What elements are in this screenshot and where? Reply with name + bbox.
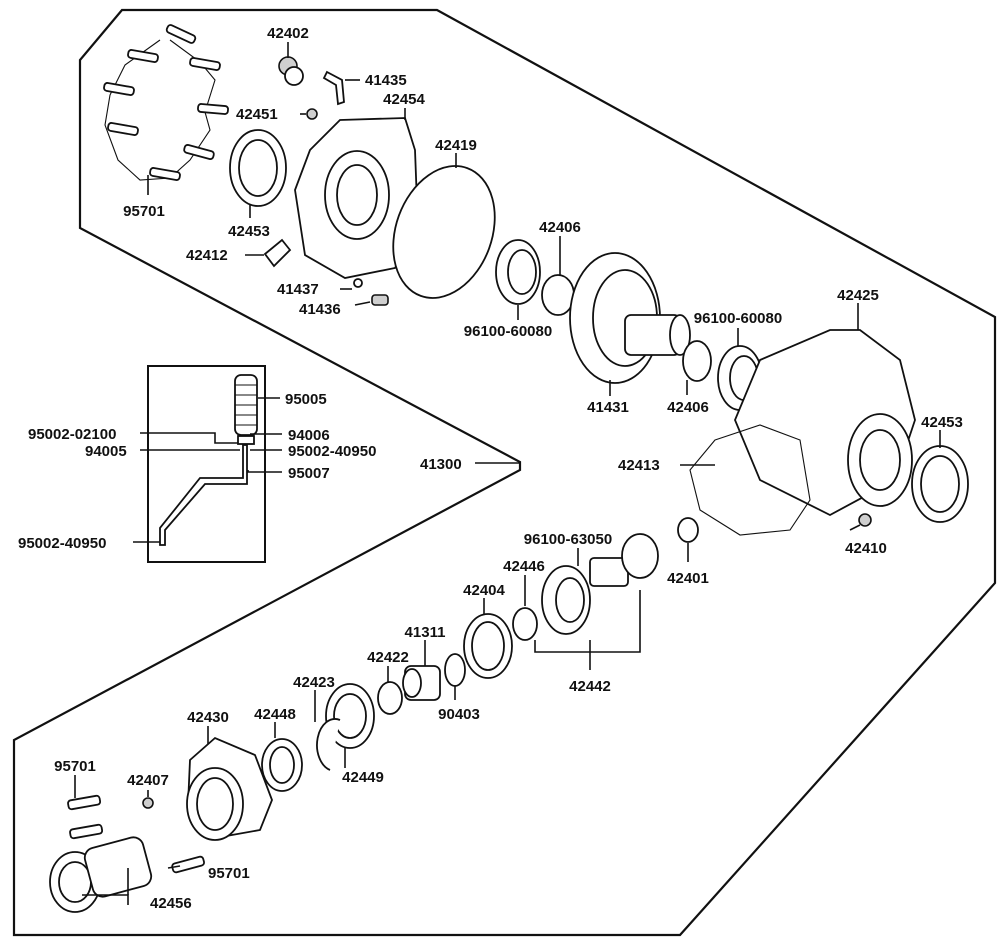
circlip-42423 (316, 718, 341, 771)
label-95701-left: 95701 (54, 758, 96, 775)
housing-42430 (186, 736, 273, 841)
label-42454: 42454 (383, 91, 425, 108)
label-42448: 42448 (254, 706, 296, 723)
gasket-42413 (689, 424, 811, 536)
ring-42422 (377, 681, 403, 715)
label-42401: 42401 (667, 570, 709, 587)
label-42407: 42407 (127, 772, 169, 789)
label-42419: 42419 (435, 137, 477, 154)
label-90403: 90403 (438, 706, 480, 723)
label-95002-40950-a: 95002-40950 (288, 443, 376, 460)
label-95002-02100: 95002-02100 (28, 426, 116, 443)
bolts-95701-left (67, 794, 104, 840)
label-42406-mid: 42406 (667, 399, 709, 416)
label-42425: 42425 (837, 287, 879, 304)
yoke-42456 (49, 836, 153, 913)
breather-hose-inset (147, 365, 266, 563)
shim-42406-mid (682, 340, 712, 382)
collar-41311 (402, 665, 441, 701)
label-42451: 42451 (236, 106, 278, 123)
seal-42448 (261, 738, 303, 792)
housing-42425 (734, 329, 916, 517)
label-42430: 42430 (187, 709, 229, 726)
oring-42419 (392, 165, 496, 299)
bolt-ring-group (103, 24, 229, 181)
label-95002-40950-b: 95002-40950 (18, 535, 106, 552)
cover-42454 (294, 117, 419, 279)
bolt-42451 (306, 108, 318, 120)
assembly-outline (12, 8, 997, 937)
label-95007: 95007 (288, 465, 330, 482)
label-42412: 42412 (186, 247, 228, 264)
label-42449: 42449 (342, 769, 384, 786)
label-41436: 41436 (299, 301, 341, 318)
label-96100-63050: 96100-63050 (524, 531, 612, 548)
bolt-42410 (858, 513, 872, 527)
gasket-42412 (263, 238, 292, 268)
label-42422: 42422 (367, 649, 409, 666)
seal-42453-left (229, 129, 287, 207)
leader-lines (74, 42, 941, 905)
shim-90403 (444, 653, 466, 687)
label-94005: 94005 (85, 443, 127, 460)
bearing-42449 (325, 683, 375, 749)
label-42406-top: 42406 (539, 219, 581, 236)
label-95005: 95005 (285, 391, 327, 408)
label-41431: 41431 (587, 399, 629, 416)
washer-41437 (353, 278, 363, 288)
bearing-96100-60080-a (495, 239, 541, 305)
plug-42407 (142, 797, 154, 809)
label-96100-60080-a: 96100-60080 (464, 323, 552, 340)
ring-gear-41431 (569, 252, 691, 384)
label-42410: 42410 (845, 540, 887, 557)
label-95701-bottom: 95701 (208, 865, 250, 882)
plug-42402 (278, 56, 304, 86)
label-42453-right: 42453 (921, 414, 963, 431)
hose-95005 (234, 374, 258, 436)
label-42456: 42456 (150, 895, 192, 912)
label-42413: 42413 (618, 457, 660, 474)
callout-labels: 42402 41435 42451 42454 95701 42453 4241… (18, 25, 963, 912)
seal-42453-right (911, 445, 969, 523)
spacer-42446 (512, 607, 538, 641)
label-96100-60080-b: 96100-60080 (694, 310, 782, 327)
label-41311: 41311 (405, 624, 446, 641)
bolt-95701-bottom (171, 855, 205, 874)
shim-42406-top (541, 274, 575, 316)
bushing-42401 (677, 517, 699, 543)
breather-41435 (322, 70, 345, 106)
label-41437: 41437 (277, 281, 319, 298)
bearing-96100-63050 (541, 565, 591, 635)
pinion-gear-42442 (589, 533, 659, 587)
label-41435: 41435 (365, 72, 407, 89)
bearing-42404 (463, 613, 513, 679)
label-42453-left: 42453 (228, 223, 270, 240)
label-42446: 42446 (503, 558, 545, 575)
label-42402: 42402 (267, 25, 309, 42)
label-95701-top: 95701 (123, 203, 165, 220)
label-42423: 42423 (293, 674, 335, 691)
label-94006: 94006 (288, 427, 330, 444)
label-41300: 41300 (420, 456, 462, 473)
label-42442: 42442 (569, 678, 611, 695)
plug-41436 (371, 294, 389, 306)
label-42404: 42404 (463, 582, 505, 599)
